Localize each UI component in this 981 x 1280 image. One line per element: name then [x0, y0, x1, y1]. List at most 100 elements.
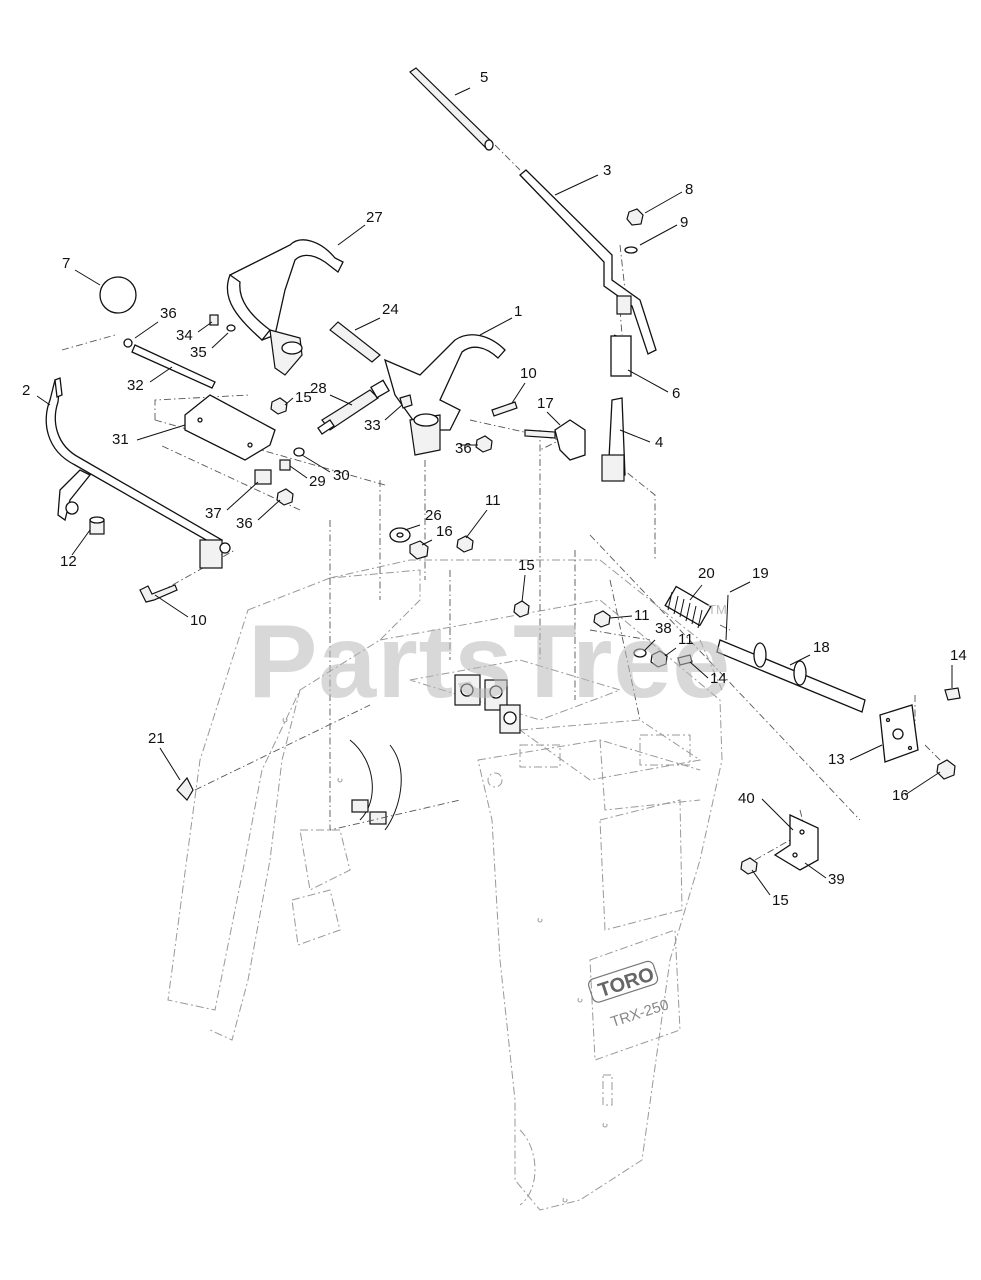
leader-line-14a: [689, 661, 709, 679]
callout-11b: 11: [634, 607, 650, 624]
leader-line-33: [384, 404, 403, 421]
leader-line-15b: [521, 574, 526, 603]
machine-logo: TORO TRX-250: [588, 960, 671, 1031]
leader-line-20: [689, 584, 703, 601]
assembly-guides: [61, 144, 946, 861]
leader-line-16a: [421, 539, 433, 546]
leader-line-13: [849, 744, 883, 761]
callout-37: 37: [205, 505, 222, 522]
callout-38: 38: [655, 620, 672, 637]
leader-line-12: [71, 529, 91, 556]
part-plate-13: [879, 704, 919, 763]
valve-block: [454, 674, 521, 734]
leader-line-36a: [134, 321, 159, 339]
part-pin-32: [123, 314, 236, 389]
part-cylinder: [317, 379, 390, 435]
leader-line-9: [639, 224, 678, 246]
watermark-tm: TM: [708, 602, 727, 617]
callout-10b: 10: [190, 612, 207, 629]
leader-line-37: [226, 481, 259, 511]
callout-4: 4: [655, 434, 663, 451]
part-spring-link: [601, 295, 632, 482]
part-bolt-21: [176, 776, 194, 801]
part-bolt-33: [399, 394, 413, 409]
part-bracket-39: [740, 813, 819, 875]
part-fasteners-left: [254, 447, 305, 506]
part-bracket-31: [184, 394, 276, 461]
leader-line-24: [354, 317, 381, 331]
leader-line-5: [454, 87, 471, 96]
part-clip-17: [524, 419, 586, 461]
part-handle-1: [329, 321, 506, 456]
machine-frame: [167, 559, 723, 1211]
leader-line-4: [619, 429, 651, 443]
leader-line-1: [479, 317, 513, 336]
callout-9: 9: [680, 214, 688, 231]
watermark-text: PartsTree: [248, 604, 731, 720]
callout-27: 27: [366, 209, 383, 226]
callout-5: 5: [480, 69, 488, 86]
leader-line-7: [74, 269, 101, 286]
leader-line-17: [546, 411, 561, 426]
callout-26: 26: [425, 507, 442, 524]
callout-15a: 15: [295, 389, 312, 406]
watermark: PartsTree TM: [248, 602, 731, 720]
callout-36a: 36: [160, 305, 177, 322]
callout-36b: 36: [455, 440, 472, 457]
leader-line-6: [627, 369, 669, 393]
leader-line-15a: [284, 397, 294, 406]
model-text: TRX-250: [609, 996, 671, 1031]
leader-line-2: [36, 395, 51, 406]
callout-16a: 16: [436, 523, 453, 540]
part-bolt-10b: [491, 401, 518, 417]
leader-line-10b: [154, 594, 189, 618]
leader-line-18: [789, 654, 811, 666]
callout-12: 12: [60, 553, 77, 570]
leader-line-11b: [609, 615, 633, 619]
callout-30: 30: [333, 467, 350, 484]
callout-8: 8: [685, 181, 693, 198]
leader-line-26: [404, 524, 421, 531]
leader-line-21: [159, 747, 181, 781]
leader-line-8: [644, 191, 683, 214]
leader-line-36c: [257, 499, 281, 521]
callout-11c: 11: [678, 631, 694, 648]
part-fasteners-right: [593, 610, 693, 668]
callout-33: 33: [364, 417, 381, 434]
callout-35: 35: [190, 344, 207, 361]
callout-7: 7: [62, 255, 70, 272]
callout-19: 19: [752, 565, 769, 582]
part-handle-27: [226, 239, 344, 376]
callout-6: 6: [672, 385, 680, 402]
parts: [45, 67, 961, 875]
leader-line-27: [337, 224, 366, 246]
leader-line-11a: [465, 509, 488, 539]
callout-34: 34: [176, 327, 193, 344]
callout-24: 24: [382, 301, 399, 318]
leader-line-40: [761, 798, 794, 831]
part-bolt-14b: [944, 687, 961, 701]
leader-line-28: [329, 394, 353, 406]
part-rod-2: [45, 377, 231, 569]
leader-line-15c: [751, 869, 771, 896]
leader-line-19: [729, 581, 751, 593]
part-nut-36b: [475, 435, 493, 453]
leader-line-3: [554, 174, 599, 196]
callout-15c: 15: [772, 892, 789, 909]
callout-2: 2: [22, 382, 30, 399]
callout-40: 40: [738, 790, 755, 807]
callout-10a: 10: [520, 365, 537, 382]
leader-line-29: [289, 465, 308, 479]
leader-line-34: [197, 321, 213, 333]
callout-16b: 16: [892, 787, 909, 804]
part-nut-washer: [624, 208, 644, 254]
leader-line-35: [211, 332, 229, 349]
part-bolt-10a: [139, 584, 178, 603]
brand-logo-text: TORO: [596, 963, 657, 1002]
part-nut-15a: [270, 397, 288, 415]
callout-18: 18: [813, 639, 830, 656]
part-bushing-12: [89, 516, 105, 535]
callout-31: 31: [112, 431, 129, 448]
